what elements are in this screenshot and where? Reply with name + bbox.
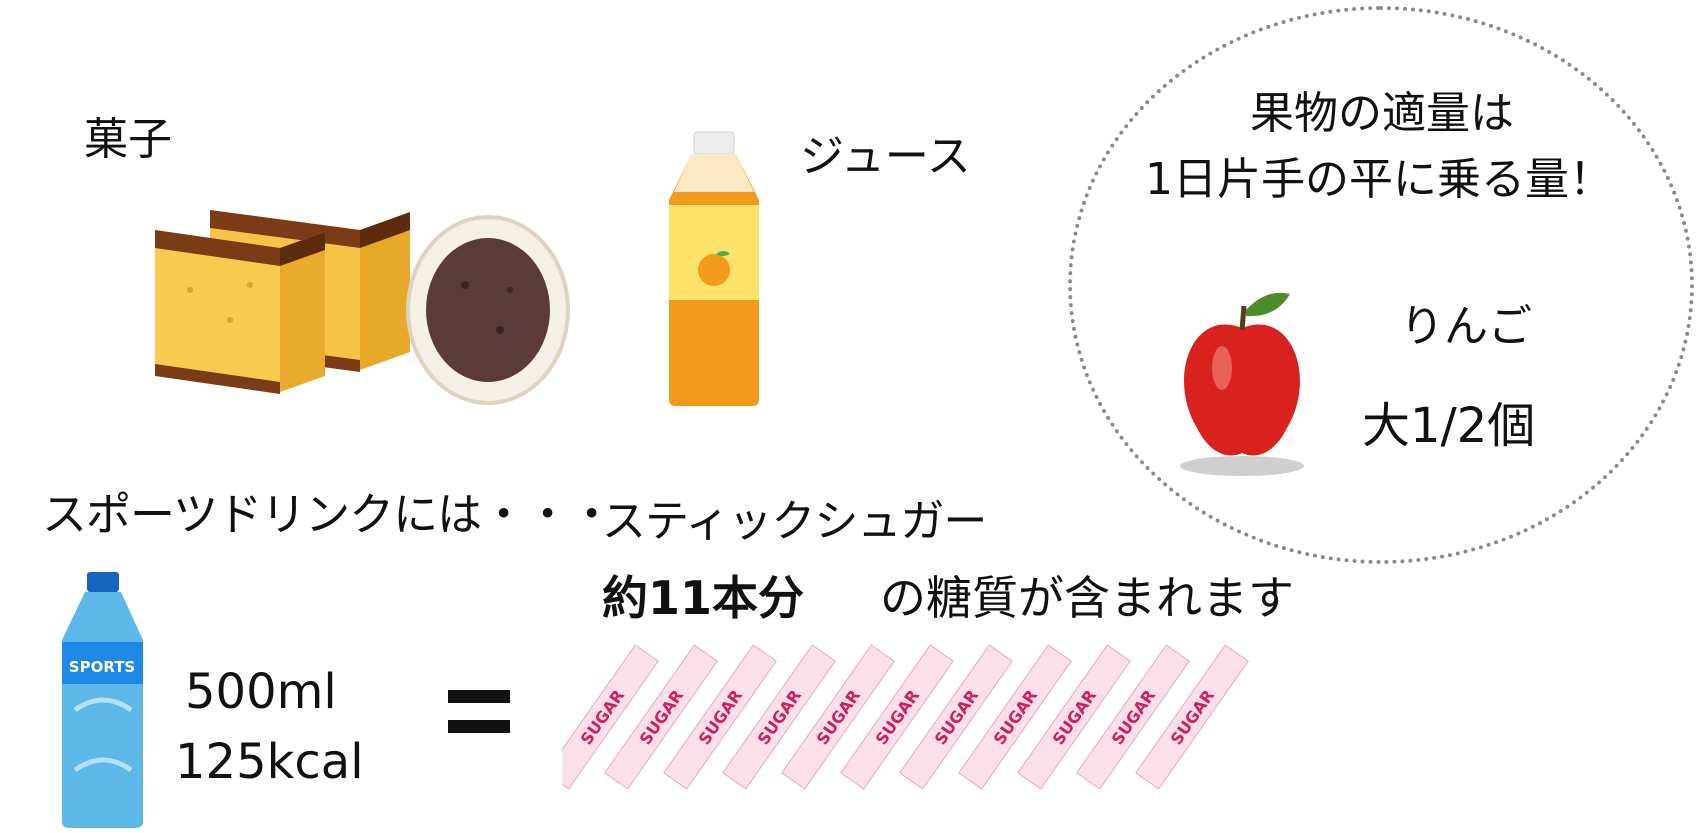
castella-icon [155,210,410,394]
sugar-stick-icon: SUGAR [604,644,718,790]
fruit-tip-circle [1068,6,1694,564]
calorie-label: 125kcal [175,734,364,790]
stick-sugar-label: スティックシュガー [602,496,987,547]
sports-drink-intro: スポーツドリンクには・・・ [42,488,614,541]
bottle-label: SPORTS [69,658,135,676]
sugar-content-text: の糖質が含まれます [880,571,1294,625]
fruit-tip-line1: 果物の適量は [1250,88,1514,139]
apple-icon [1180,292,1304,476]
juice-bottle-icon [669,131,759,406]
fruit-portion: 大1/2個 [1362,398,1536,454]
sports-bottle-icon: SPORTS [62,572,143,828]
juice-label: ジュース [800,131,971,182]
sugar-amount: 約11本分 [602,571,805,625]
fruit-tip-line2: 1日片手の平に乗る量！ [1145,154,1613,205]
anpan-icon [406,215,570,405]
okashi-label: 菓子 [84,114,172,165]
volume-label: 500ml [185,664,337,720]
fruit-name: りんご [1400,301,1532,352]
equals-sign [448,670,510,750]
okashi-illustration [155,210,570,405]
